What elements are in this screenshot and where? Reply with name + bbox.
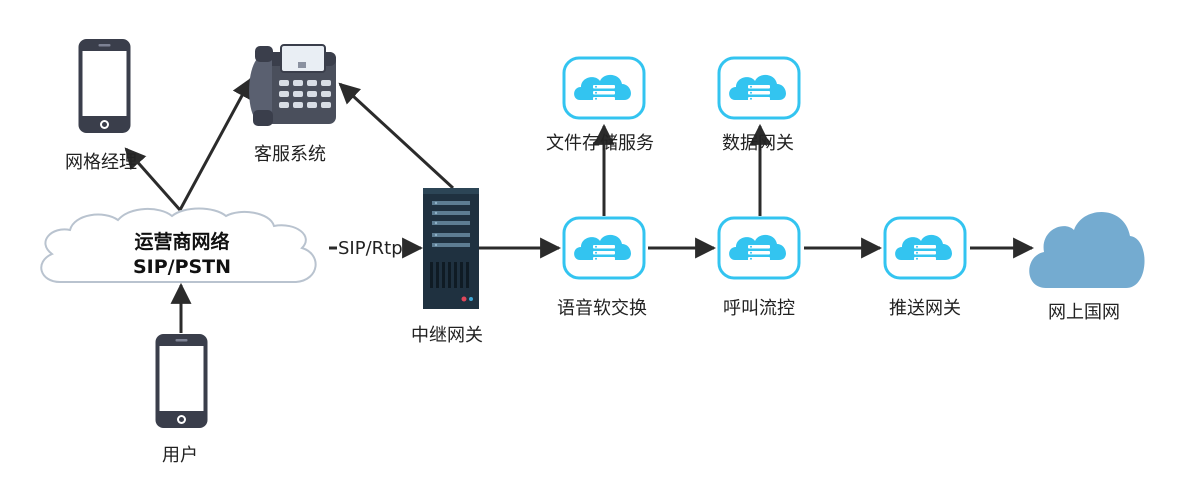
carrier-network-title: 运营商网络 (134, 231, 230, 253)
push-gateway-label: 推送网关 (889, 298, 961, 319)
data-gateway-label: 数据网关 (722, 133, 794, 154)
internet-cloud-icon (1029, 211, 1145, 288)
customer-service-label: 客服系统 (254, 144, 326, 165)
call-control-cloud-server-icon (717, 216, 801, 280)
user-label: 用户 (162, 445, 198, 466)
desk-phone-icon (249, 44, 336, 126)
data-gateway-cloud-server-icon (717, 56, 801, 120)
user-phone-icon (155, 334, 208, 428)
grid-manager-phone-icon (78, 39, 131, 133)
push-gateway-cloud-server-icon (883, 216, 967, 280)
call-control-label: 呼叫流控 (723, 298, 795, 319)
carrier-network-protocol: SIP/PSTN (132, 256, 232, 278)
online-grid-label: 网上国网 (1048, 302, 1120, 323)
softswitch-cloud-server-icon (562, 216, 646, 280)
grid-manager-label: 网格经理 (65, 152, 137, 173)
sip-rtp-edge-label: SIP/Rtp (338, 238, 403, 259)
trunk-gateway-label: 中继网关 (411, 325, 483, 346)
edge-trunk-to-customer-service (338, 82, 455, 190)
edge-carrier-to-grid-manager (124, 147, 182, 211)
server-rack-icon (423, 188, 479, 309)
file-storage-label: 文件存储服务 (546, 133, 654, 154)
voice-softswitch-label: 语音软交换 (557, 298, 647, 319)
cloud-icon (40, 207, 317, 283)
edge-carrier-to-customer-service (178, 77, 253, 211)
file-storage-cloud-server-icon (562, 56, 646, 120)
carrier-network-label: 运营商网络 SIP/PSTN (82, 230, 282, 280)
